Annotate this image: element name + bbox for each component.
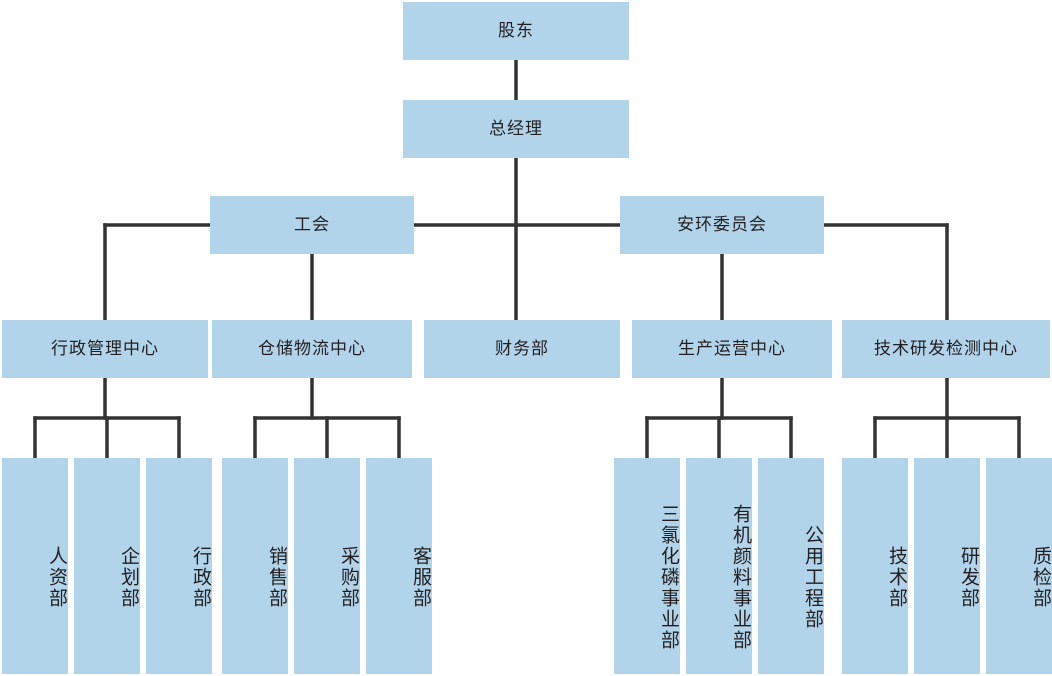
node-quality-inspection-dept[interactable]: 质检部 [986,458,1052,674]
node-label-customer-service-dept: 客服部 [410,545,432,609]
node-customer-service-dept[interactable]: 客服部 [366,458,432,674]
node-label-administration-dept: 行政部 [190,545,212,609]
node-shareholder[interactable]: 股东 [403,2,629,60]
node-label-technology-dept: 技术部 [886,545,908,609]
node-utilities-engineering-dept[interactable]: 公用工程部 [758,458,824,674]
node-label-utilities-engineering-dept: 公用工程部 [802,524,824,630]
node-label-production-operations-center: 生产运营中心 [678,338,786,359]
node-purchasing-dept[interactable]: 采购部 [294,458,360,674]
node-organic-pigment-business-unit[interactable]: 有机颜料事业部 [686,458,752,674]
node-label-finance-dept: 财务部 [495,338,549,359]
node-label-pcl3-business-unit: 三氯化磷事业部 [658,503,680,651]
node-label-admin-center: 行政管理中心 [51,338,159,359]
node-technology-dept[interactable]: 技术部 [842,458,908,674]
node-production-operations-center[interactable]: 生产运营中心 [632,320,832,378]
node-sales-dept[interactable]: 销售部 [222,458,288,674]
node-label-rnd-testing-center: 技术研发检测中心 [874,338,1018,359]
node-label-purchasing-dept: 采购部 [338,545,360,609]
node-safety-env-committee[interactable]: 安环委员会 [620,196,824,254]
node-rnd-dept[interactable]: 研发部 [914,458,980,674]
node-label-quality-inspection-dept: 质检部 [1030,545,1052,609]
node-rnd-testing-center[interactable]: 技术研发检测中心 [842,320,1050,378]
node-pcl3-business-unit[interactable]: 三氯化磷事业部 [614,458,680,674]
node-label-planning-dept: 企划部 [118,545,140,609]
node-label-safety-env-committee: 安环委员会 [677,214,767,235]
node-label-labor-union: 工会 [294,214,330,235]
node-label-hr-dept: 人资部 [46,545,68,609]
node-admin-center[interactable]: 行政管理中心 [2,320,208,378]
node-general-manager[interactable]: 总经理 [403,100,629,158]
node-label-warehouse-logistics-center: 仓储物流中心 [258,338,366,359]
node-warehouse-logistics-center[interactable]: 仓储物流中心 [212,320,412,378]
node-label-rnd-dept: 研发部 [958,545,980,609]
node-label-general-manager: 总经理 [489,118,543,139]
node-label-shareholder: 股东 [498,20,534,41]
node-finance-dept[interactable]: 财务部 [424,320,620,378]
node-label-sales-dept: 销售部 [266,545,288,609]
node-administration-dept[interactable]: 行政部 [146,458,212,674]
node-hr-dept[interactable]: 人资部 [2,458,68,674]
node-label-organic-pigment-business-unit: 有机颜料事业部 [730,503,752,651]
node-planning-dept[interactable]: 企划部 [74,458,140,674]
node-labor-union[interactable]: 工会 [210,196,414,254]
